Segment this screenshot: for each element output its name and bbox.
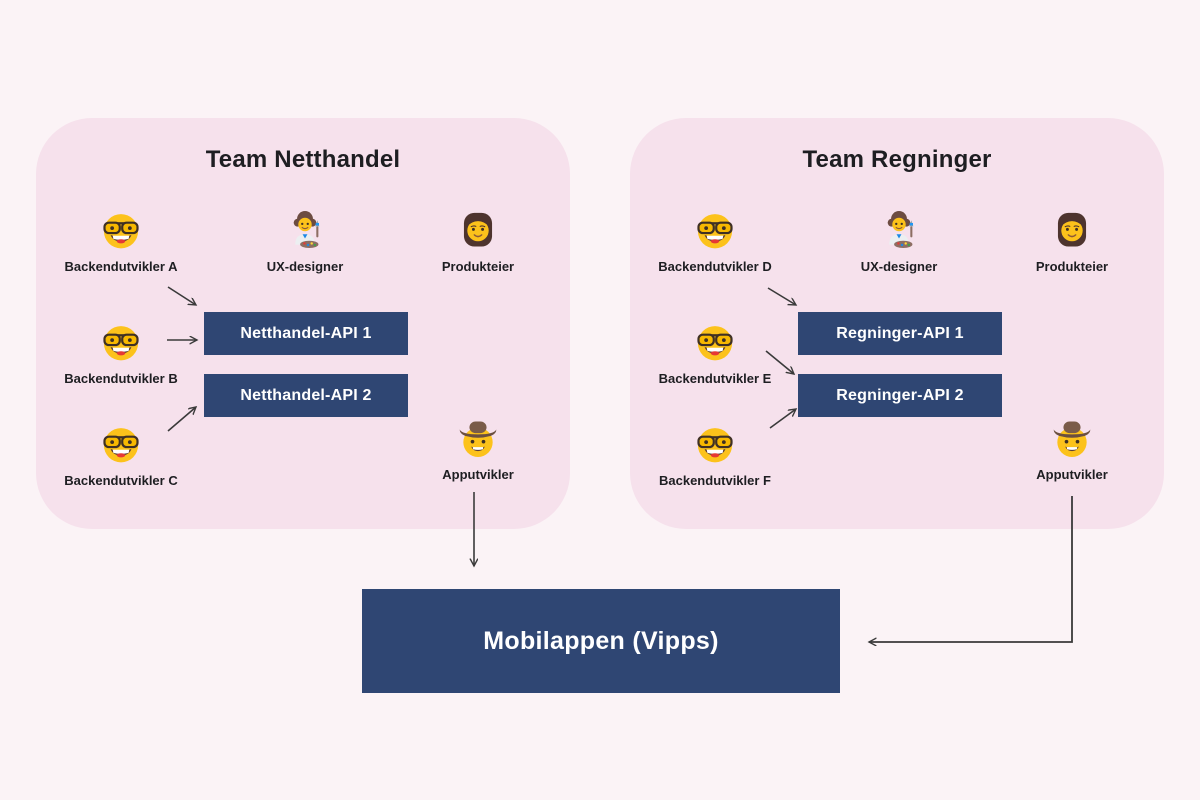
person-apputvikler-right: Apputvikler	[992, 416, 1152, 482]
person-produkteier: Produkteier	[992, 208, 1152, 274]
nerd-face-icon	[99, 208, 143, 252]
team-netthandel-title: Team Netthandel	[205, 146, 401, 173]
person-label: Produkteier	[441, 259, 515, 274]
person-label: Produkteier	[1035, 259, 1109, 274]
person-label: Backendutvikler F	[659, 473, 771, 488]
nerd-face-icon	[99, 320, 143, 364]
team-netthandel-panel: Team Netthandel Backendutvikler A UX-des…	[36, 118, 570, 529]
person-apputvikler-left: Apputvikler	[398, 416, 558, 482]
woman-icon	[456, 208, 500, 252]
person-backendutvikler-c: Backendutvikler C	[41, 422, 201, 488]
person-ux-designer: UX-designer	[225, 208, 385, 274]
person-backendutvikler-a: Backendutvikler A	[41, 208, 201, 274]
person-backendutvikler-d: Backendutvikler D	[635, 208, 795, 274]
person-label: Backendutvikler D	[658, 259, 772, 274]
regninger-api-1-box: Regninger-API 1	[798, 312, 1002, 355]
artist-icon	[283, 208, 327, 252]
person-label: Apputvikler	[442, 467, 514, 482]
person-label: Backendutvikler A	[64, 259, 178, 274]
person-label: Backendutvikler C	[64, 473, 178, 488]
artist-icon	[877, 208, 921, 252]
nerd-face-icon	[693, 208, 737, 252]
team-regninger-title: Team Regninger	[802, 146, 992, 173]
team-regninger-panel: Team Regninger Backendutvikler D UX-desi…	[630, 118, 1164, 529]
person-label: Backendutvikler B	[64, 371, 178, 386]
person-label: Backendutvikler E	[658, 371, 772, 386]
person-label: UX-designer	[266, 259, 344, 274]
nerd-face-icon	[693, 320, 737, 364]
nerd-face-icon	[693, 422, 737, 466]
regninger-api-2-box: Regninger-API 2	[798, 374, 1002, 417]
woman-icon	[1050, 208, 1094, 252]
person-label: UX-designer	[860, 259, 938, 274]
mobilappen-vipps-box: Mobilappen (Vipps)	[362, 589, 840, 693]
cowboy-icon	[1050, 416, 1094, 460]
cowboy-icon	[456, 416, 500, 460]
person-produkteier: Produkteier	[398, 208, 558, 274]
person-backendutvikler-b: Backendutvikler B	[41, 320, 201, 386]
person-label: Apputvikler	[1036, 467, 1108, 482]
person-ux-designer: UX-designer	[819, 208, 979, 274]
netthandel-api-1-box: Netthandel-API 1	[204, 312, 408, 355]
nerd-face-icon	[99, 422, 143, 466]
person-backendutvikler-e: Backendutvikler E	[635, 320, 795, 386]
netthandel-api-2-box: Netthandel-API 2	[204, 374, 408, 417]
person-backendutvikler-f: Backendutvikler F	[635, 422, 795, 488]
